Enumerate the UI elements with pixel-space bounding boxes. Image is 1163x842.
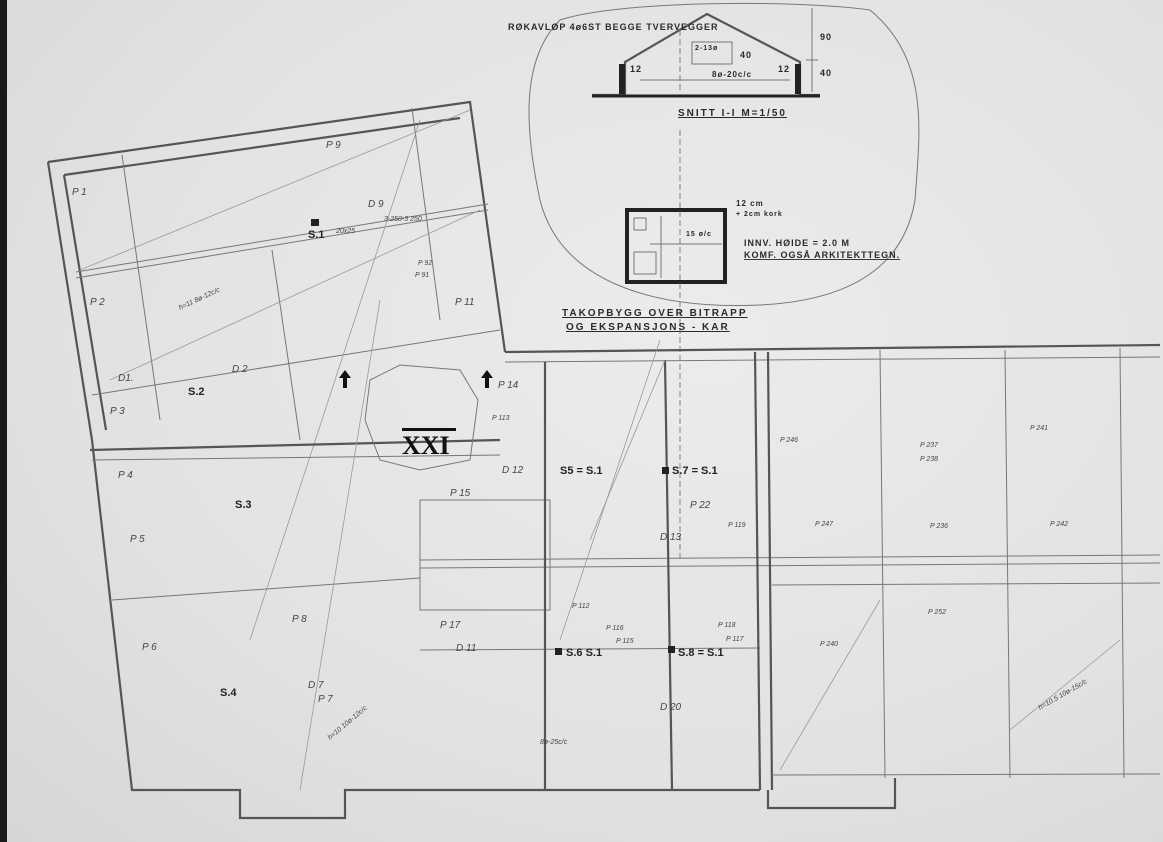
room-label: P 14 [498,380,519,391]
dim-40-opening: 40 [740,50,752,60]
caption-line-2: OG EKSPANSJONS - KAR [566,322,730,333]
sheet-number: XXI [402,431,450,460]
room-label: P 4 [118,470,133,481]
rebar-label: P 116 [606,625,624,632]
section-arrow-right-icon [481,370,493,388]
room-label: P 22 [690,500,711,511]
support-label: S.7 = S.1 [672,465,718,477]
section-arrow-left-icon [339,370,351,388]
beam-label: D 2 [232,364,248,375]
rebar-label: P 92 [418,260,432,267]
rebar-label: P 241 [1030,425,1048,432]
support-label: S.6 S.1 [566,647,602,659]
rebar-label: P 252 [928,609,946,616]
wall-thickness-right: 12 [778,64,790,74]
room-label: P 9 [326,140,341,151]
room-label: P 7 [318,694,333,705]
roof-structure-plan: 12 cm + 2cm kork 15 ø/c INNV. HØIDE = 2.… [562,130,900,560]
slab-note: h=10.5 10ø-15c/c [1038,678,1089,712]
beam-label: D 11 [456,643,476,654]
rebar-labels: P 112 P 113 P 115 P 116 P 117 P 118 P 11… [415,260,1068,648]
support-label: S5 = S.1 [560,465,603,477]
support-label: S.4 [220,687,237,699]
support-label: S.2 [188,386,205,398]
flue-note: RØKAVLØP 4ø6ST BEGGE TVERVEGGER [508,22,719,32]
room-label: P 3 [110,406,125,417]
wall-thickness-left: 12 [630,64,642,74]
section-title: SNITT I-I M=1/50 [678,108,787,119]
left-wing-plan [46,100,507,641]
rebar-label: P 246 [780,437,798,444]
slab-note: h=11 8ø-12c/c [178,286,222,311]
support-label: S.3 [235,499,252,511]
section-i-i: RØKAVLØP 4ø6ST BEGGE TVERVEGGER 90 40 40… [508,8,832,119]
beam-label: D 13 [660,532,682,543]
beam-label: D 20 [660,702,682,713]
rebar-label: P 118 [718,622,736,629]
slab-note: 15 ø/c [686,231,712,238]
slab-note: h=10 10ø-12c/c [327,704,369,741]
room-label: P 15 [450,488,471,499]
room-label: P 17 [440,620,461,631]
rebar-label: P 115 [616,638,634,645]
rebar-top-label: 2-13ø [695,45,718,52]
slab-note: 8ø-25c/c [540,739,568,746]
slab-note: 3-250-3 250 [384,216,422,223]
support-label: S.1 [308,229,325,241]
slab-notes: h=10 10ø-12c/c h=11 8ø-12c/c h=10.5 10ø-… [178,216,1089,746]
rebar-label: P 237 [920,442,939,449]
beam-label: D 9 [368,199,384,210]
rebar-label: P 113 [492,415,510,422]
caption-line-1: TAKOPBYGG OVER BITRAPP [562,308,748,319]
rebar-label: P 242 [1050,521,1068,528]
main-building-plan [89,299,1161,820]
support-label: S.8 = S.1 [678,647,724,659]
dim-90: 90 [820,32,832,42]
room-label: P 1 [72,187,87,198]
wall-note-1: 12 cm [736,199,764,208]
rebar-label: P 117 [726,636,745,643]
rebar-label: P 112 [572,603,590,610]
room-label: P 2 [90,297,105,308]
rebar-label: P 238 [920,456,938,463]
rebar-label: P 247 [815,521,834,528]
detail-cloud-outline [528,2,920,307]
dim-40-wall: 40 [820,68,832,78]
room-label: P 8 [292,614,307,625]
rebar-slab-label: 8ø-20c/c [712,70,752,79]
rebar-label: P 91 [415,272,429,279]
room-label: P 5 [130,534,145,545]
scan-edge [0,0,7,842]
beam-label: D 12 [502,465,524,476]
slab-note: 20x25 [335,228,355,235]
rebar-label: P 240 [820,641,838,648]
beam-label: D1. [118,373,134,384]
room-label: P 6 [142,642,157,653]
room-label: P 11 [455,297,474,308]
inner-height-note: INNV. HØIDE = 2.0 M [744,238,850,248]
rebar-label: P 236 [930,523,948,530]
rebar-label: P 119 [728,522,746,529]
architect-reference-note: KOMF. OGSÅ ARKITEKTTEGN. [744,250,900,260]
wall-note-2: + 2cm kork [736,211,783,218]
beam-label: D 7 [308,680,324,691]
